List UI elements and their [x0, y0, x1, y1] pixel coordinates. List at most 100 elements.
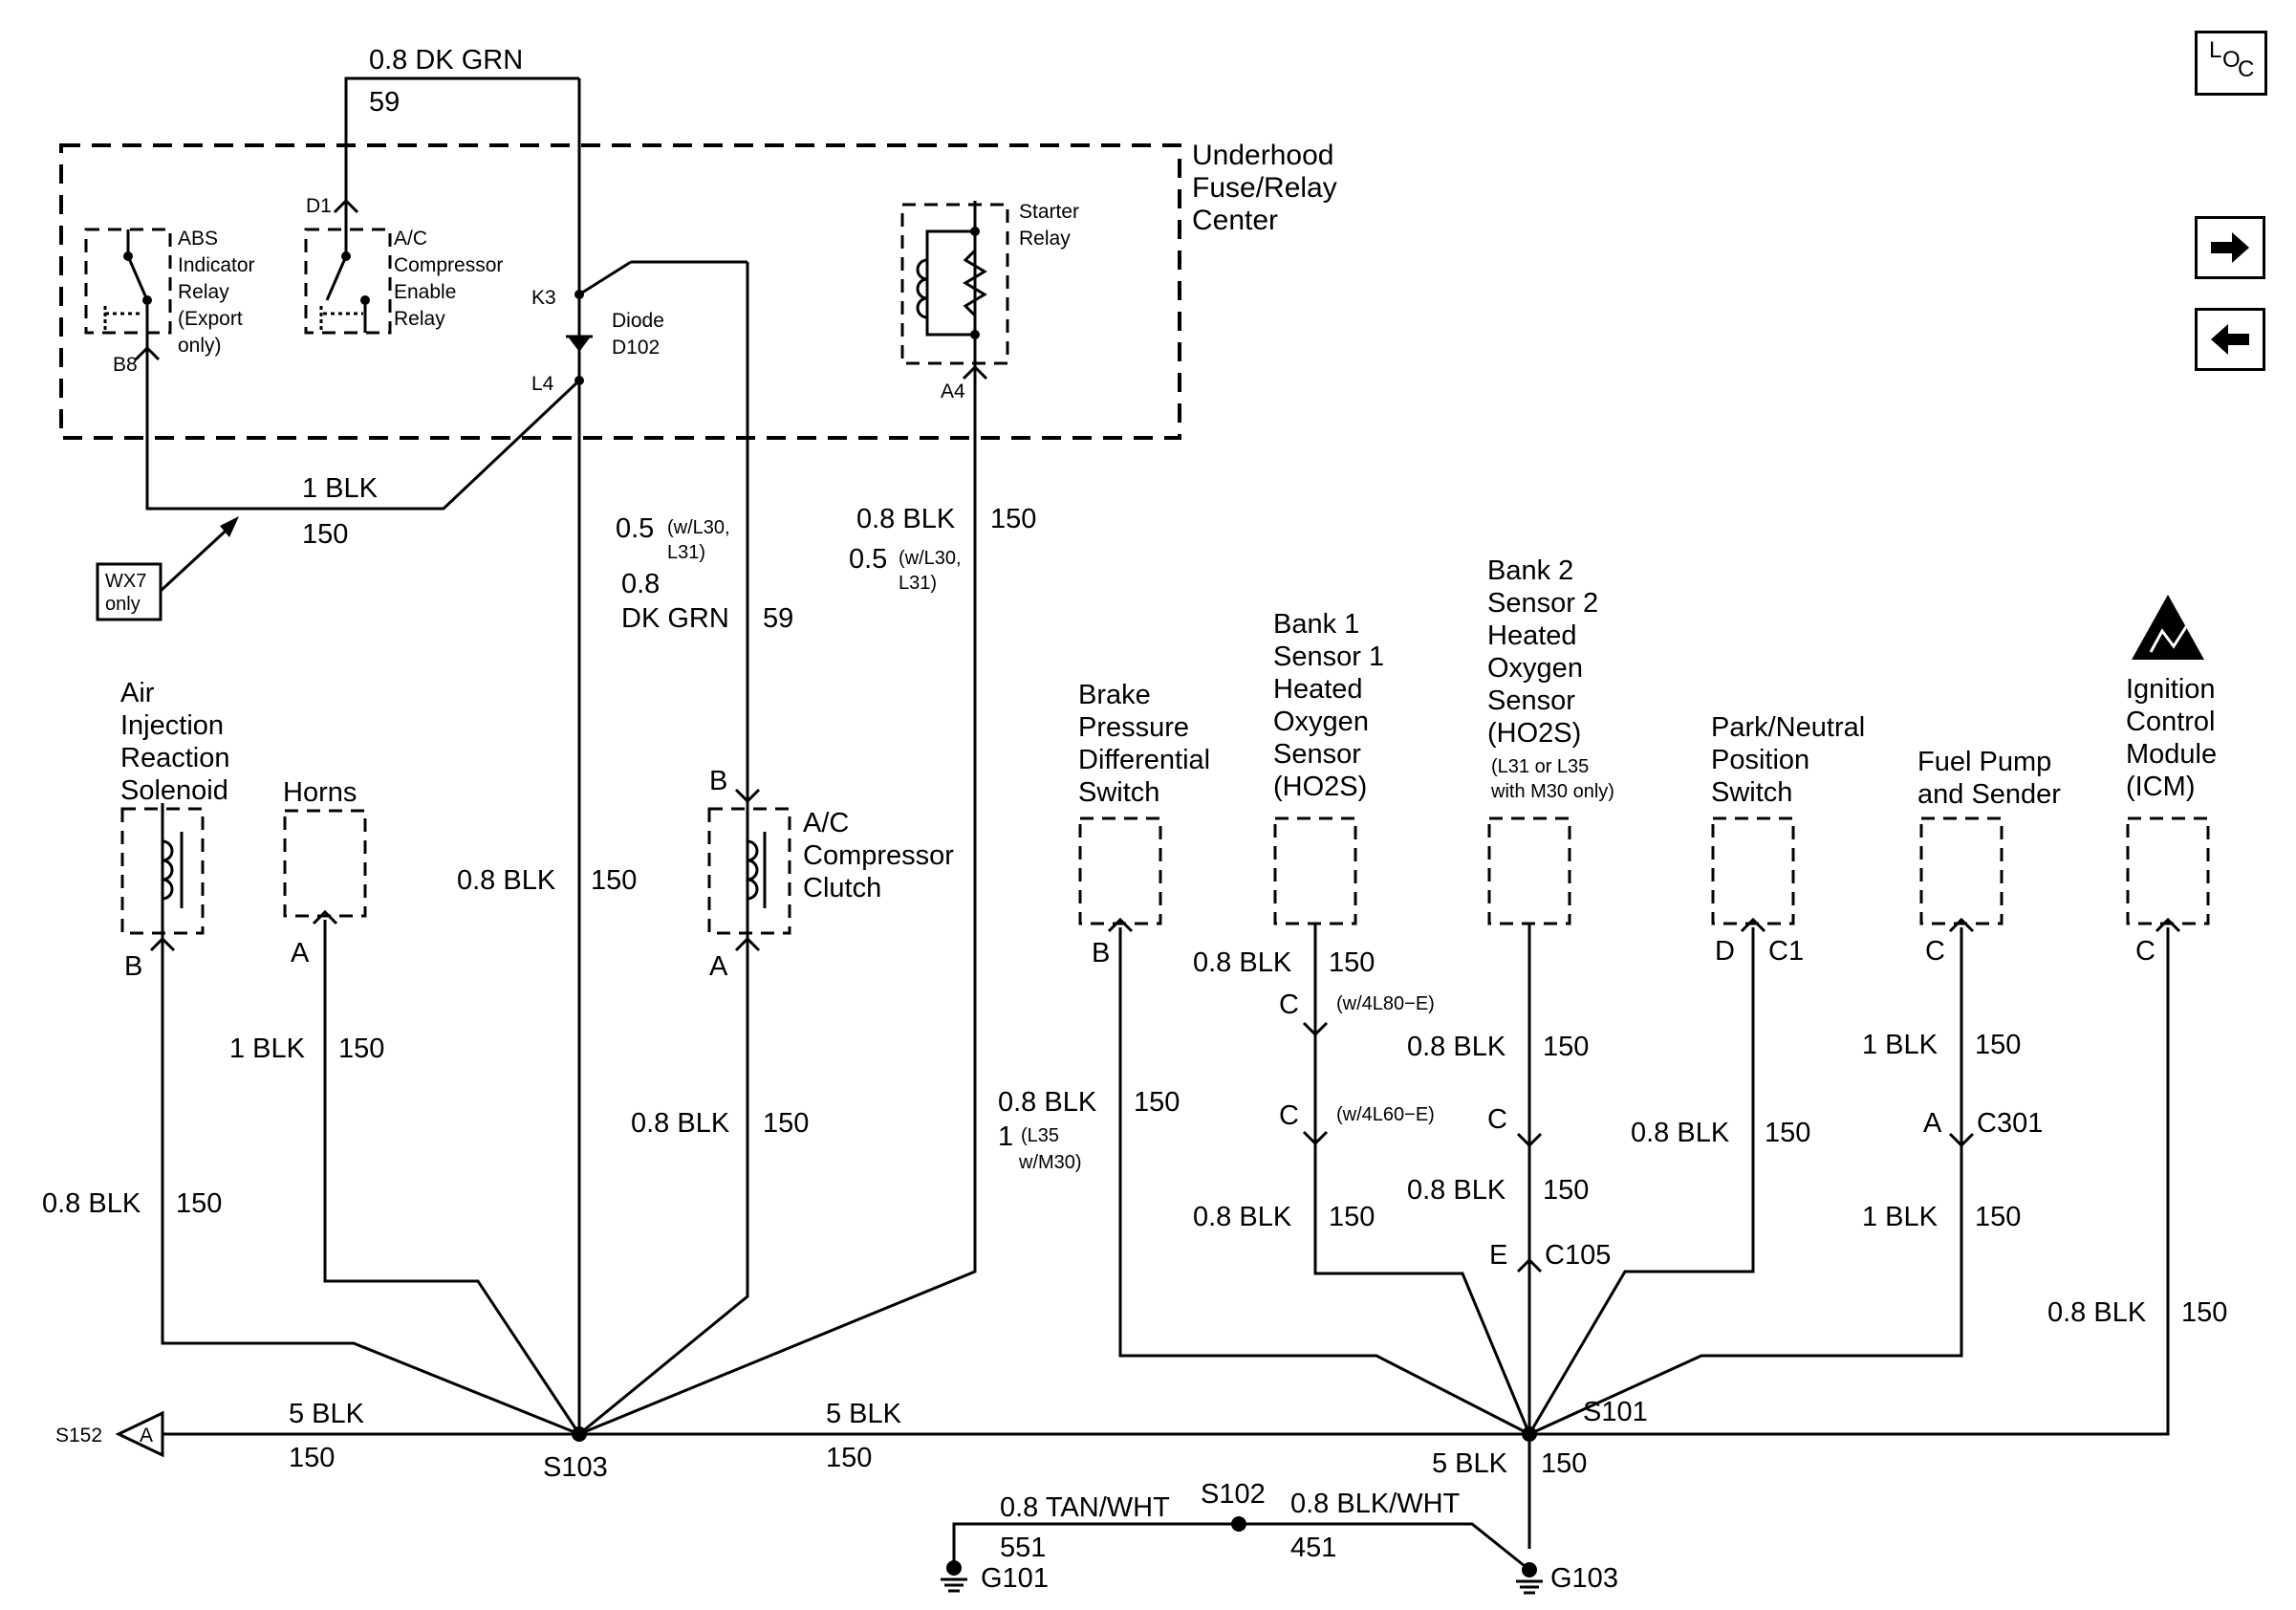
- wire-bus-mid-label: 5 BLK: [826, 1399, 902, 1429]
- b2s2-conn-c: C: [1487, 1104, 1507, 1135]
- wire-horns-ground: [323, 920, 581, 1435]
- abs-relay-label-3: Relay: [178, 281, 229, 303]
- park-label-3: Switch: [1711, 777, 1792, 808]
- wire-starter-alt-note2: L31): [899, 573, 937, 594]
- clutch-label-2: Compressor: [803, 840, 954, 871]
- wx7-only-box: [96, 562, 162, 621]
- air-label-4: Solenoid: [120, 775, 228, 806]
- horns-component: [283, 809, 367, 918]
- wire-b2s2-b-label: 0.8 BLK: [1407, 1175, 1506, 1206]
- wire-ac-a-note1: (w/L30,: [667, 517, 730, 538]
- wire-center-label: 0.8 BLK: [457, 865, 556, 896]
- air-label-3: Reaction: [120, 743, 229, 773]
- brake-label-1: Brake: [1078, 680, 1151, 710]
- esd-warning-icon: [2132, 595, 2204, 660]
- g101-label: G101: [981, 1563, 1049, 1594]
- park-neutral-component: [1711, 816, 1795, 925]
- b1s1-label-1: Bank 1: [1273, 609, 1359, 640]
- wire-bus-left-circuit: 150: [289, 1443, 335, 1473]
- fuel-pump-component: [1919, 816, 2004, 925]
- wire-tan-label: 0.8 TAN/WHT: [1000, 1492, 1170, 1523]
- wire-fuel-ground: [1528, 927, 1963, 1436]
- fuel-label-1: Fuel Pump: [1917, 747, 2051, 777]
- wire-brake-circuit: 150: [1134, 1087, 1180, 1118]
- loc-letter-l: L: [2209, 37, 2222, 63]
- brake-pin-b: B: [1092, 938, 1110, 968]
- horns-label: Horns: [283, 777, 357, 808]
- wire-bus-left-label: 5 BLK: [289, 1399, 365, 1429]
- wire-g103-circuit: 150: [1541, 1448, 1587, 1479]
- b1s1-label-3: Heated: [1273, 674, 1363, 705]
- ac-relay-pin-d1: D1: [306, 195, 332, 217]
- wire-b1s1-ground: [1313, 924, 1531, 1435]
- wire-ac-b-color: DK GRN: [621, 603, 729, 634]
- starter-relay: [900, 201, 1009, 377]
- brake-label-4: Switch: [1078, 777, 1159, 808]
- abs-relay-label-5: only): [178, 335, 222, 357]
- s152-connector-triangle: [115, 1410, 164, 1458]
- splice-s101: [1522, 1426, 1537, 1442]
- air-injection-reaction-solenoid: [120, 803, 205, 946]
- wire-ac-a-gauge: 0.5: [616, 513, 654, 544]
- wire-icm-circuit: 150: [2181, 1297, 2227, 1328]
- wire-fuel-b-label: 1 BLK: [1862, 1202, 1939, 1232]
- wire-horn-label: 1 BLK: [229, 1033, 306, 1064]
- icm-component: [2126, 816, 2210, 925]
- wire-park-label: 0.8 BLK: [1631, 1118, 1730, 1148]
- splice-s102: [1231, 1516, 1246, 1532]
- clutch-label-3: Clutch: [803, 873, 881, 903]
- diode-pin-k3: K3: [531, 287, 556, 309]
- b2s2-label-3: Heated: [1487, 620, 1577, 651]
- next-page-button[interactable]: [2195, 216, 2265, 279]
- wire-center-circuit: 150: [591, 865, 637, 896]
- icm-label-1: Ignition: [2126, 674, 2216, 705]
- diode-d102: [566, 78, 747, 1434]
- icm-pin-c: C: [2135, 936, 2155, 967]
- b2s2-label-6: (HO2S): [1487, 718, 1581, 749]
- b2s2-label-2: Sensor 2: [1487, 588, 1598, 619]
- wire-blk1-label: 1 BLK: [302, 473, 379, 504]
- connector-terminals: [134, 198, 2181, 1273]
- wire-starter-alt: 0.5: [849, 544, 887, 575]
- b1s1-label-5: Sensor: [1273, 739, 1361, 770]
- b1s1-label-4: Oxygen: [1273, 707, 1369, 737]
- wire-b2s2-b-circuit: 150: [1543, 1175, 1589, 1206]
- air-pin-b: B: [124, 951, 142, 982]
- brake-label-2: Pressure: [1078, 712, 1189, 743]
- clutch-label-1: A/C: [803, 808, 849, 838]
- starter-relay-pin-a4: A4: [941, 381, 965, 402]
- wire-clutch-circuit: 150: [763, 1108, 809, 1139]
- diode-label-2: D102: [612, 337, 660, 359]
- diode-label-1: Diode: [612, 310, 664, 332]
- ac-relay-label-3: Enable: [394, 281, 456, 303]
- wire-fuel-a-label: 1 BLK: [1862, 1030, 1939, 1060]
- horns-pin-a: A: [291, 938, 310, 968]
- loc-letter-c: C: [2238, 56, 2255, 82]
- wire-ac-a-note2: L31): [667, 542, 705, 563]
- wire-clutch-label: 0.8 BLK: [631, 1108, 730, 1139]
- wire-ac-b-gauge: 0.8: [621, 569, 660, 599]
- wire-blk-wht: [1239, 1522, 1530, 1572]
- location-view-button[interactable]: L O C: [2195, 31, 2267, 96]
- wx7-arrowhead: [220, 516, 239, 537]
- wire-starter-alt-note1: (w/L30,: [899, 548, 962, 569]
- b1s1-conn-c2: C: [1279, 1100, 1299, 1131]
- wire-brake-alt-note1: (L35: [1021, 1125, 1059, 1146]
- abs-indicator-relay: [84, 228, 172, 346]
- wire-b1s1-a-label: 0.8 BLK: [1193, 947, 1292, 978]
- wire-blk1-circuit: 150: [302, 519, 348, 550]
- wire-brake-label: 0.8 BLK: [998, 1087, 1097, 1118]
- b1s1-conn-c2-note: (w/4L60−E): [1336, 1104, 1435, 1125]
- air-label-1: Air: [120, 678, 155, 708]
- s152-pin-a: A: [140, 1425, 153, 1447]
- brake-switch-component: [1078, 816, 1162, 925]
- fuse-center-label-3: Center: [1192, 205, 1278, 236]
- park-pin-d: D: [1715, 936, 1735, 967]
- wire-fuel-a-circuit: 150: [1975, 1030, 2021, 1060]
- park-conn-c1: C1: [1768, 936, 1804, 967]
- s101-label: S101: [1583, 1397, 1648, 1427]
- wire-bus-mid-circuit: 150: [826, 1443, 872, 1473]
- wire-b2s2-a-label: 0.8 BLK: [1407, 1032, 1506, 1062]
- previous-page-button[interactable]: [2195, 308, 2265, 371]
